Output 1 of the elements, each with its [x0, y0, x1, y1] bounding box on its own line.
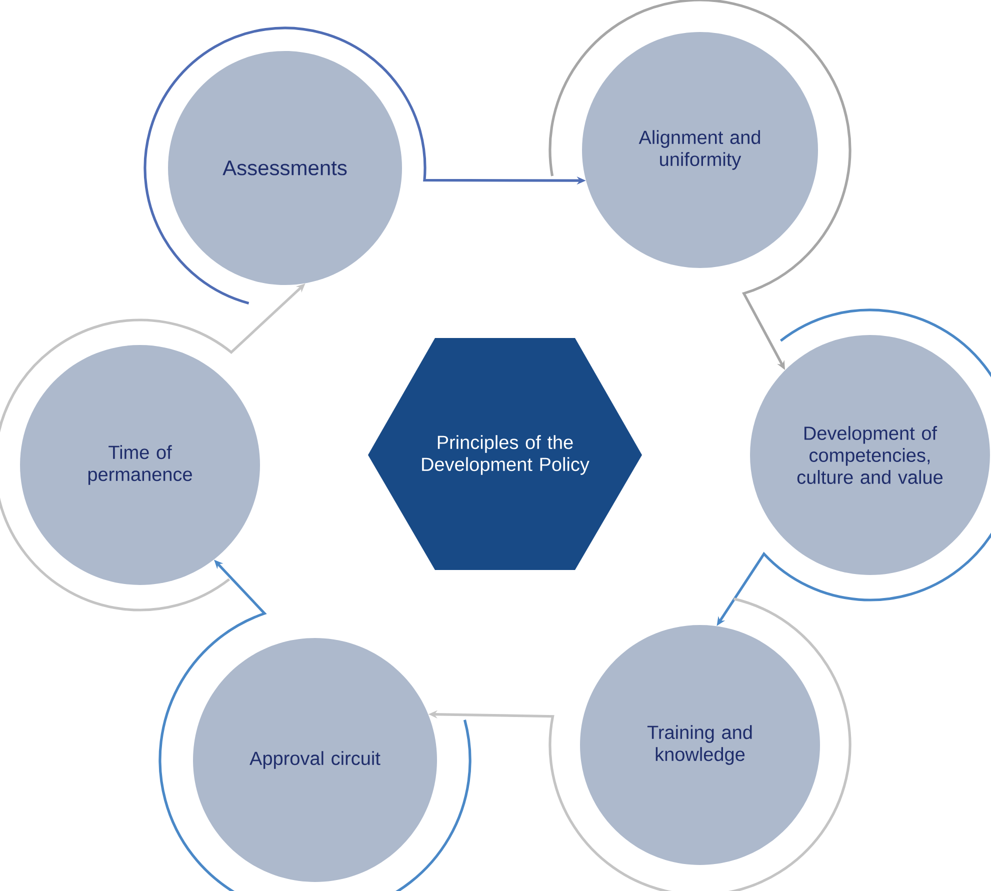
- hexagon: Principles of the Development Policy: [368, 338, 642, 570]
